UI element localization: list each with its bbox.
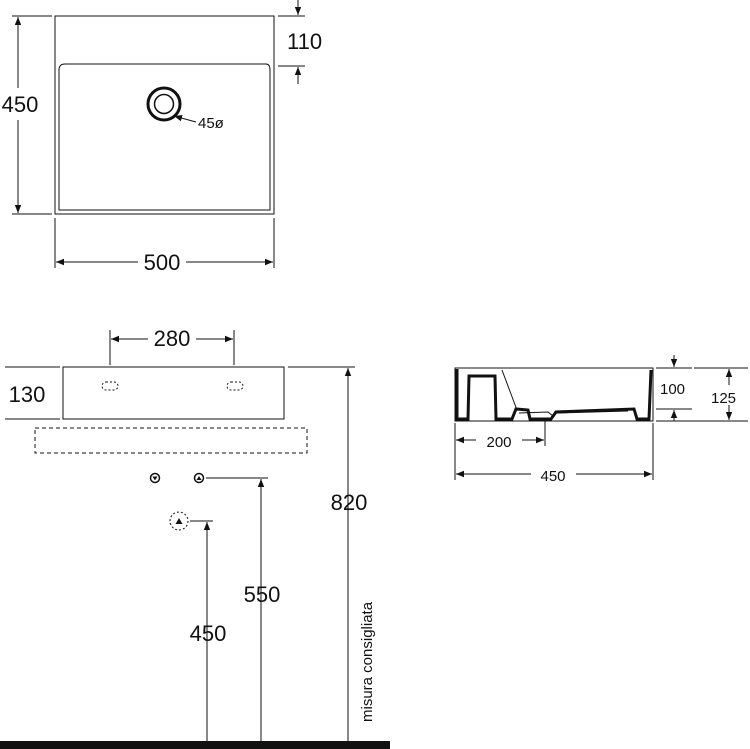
drain-inner-circle [153,93,175,115]
section-envelope [454,367,654,422]
drain-offset-label: 200 [486,434,511,451]
top-width-label: 500 [144,250,181,275]
drain-diameter-label: 45ø [198,115,224,132]
bowl-depth-label: 100 [660,381,685,398]
section-profile [455,369,653,421]
total-height-label: 125 [711,390,736,407]
basin-inner-bowl [58,63,271,211]
waste-outlet-icon [169,511,189,531]
drain-outer-circle [146,86,182,122]
drain-leader [173,115,197,123]
top-rim-label: 110 [287,29,322,54]
section-inner-profile [501,369,629,417]
tap-hole-right [226,381,244,391]
waste-height-label: 450 [190,621,227,646]
supply-height-label: 550 [244,582,281,607]
basin-outline [54,15,275,215]
hole-spacing-label: 280 [154,326,191,351]
floor-line [0,741,390,749]
install-height-label: 820 [331,490,368,515]
section-depth-label: 450 [540,468,565,485]
top-view: 45ø 450 500 110 [2,0,322,275]
section-view: 100 125 200 450 [454,355,748,485]
countertop-dashed [34,427,308,454]
recommended-note: misura consigliata [359,601,376,722]
basin-front-body [62,366,285,420]
front-view: 280 130 820 misura consigliata 550 450 [0,326,390,749]
front-height-label: 130 [9,382,46,407]
supply-left-icon [149,472,161,484]
top-depth-label: 450 [2,92,39,117]
tap-hole-left [101,381,119,391]
supply-right-icon [193,472,205,484]
